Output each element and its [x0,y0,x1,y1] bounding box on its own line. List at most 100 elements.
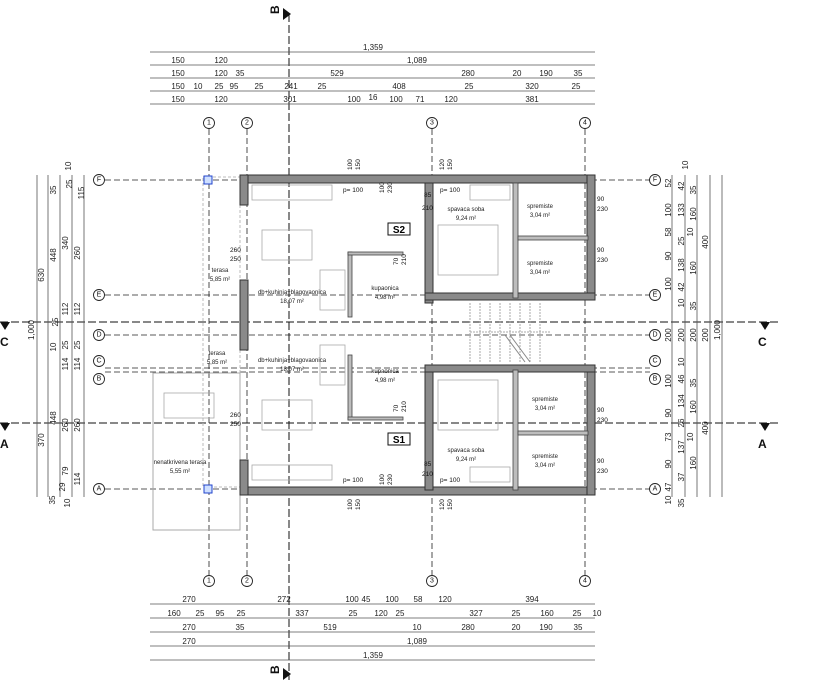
top-dimension-label: 120 [214,69,228,78]
opening-dimension: 120 [439,499,446,510]
right-dimension-label: 47 [664,482,673,491]
left-dimension-label: 25 [61,340,70,349]
section-a-right-label: A [758,437,767,451]
left-dimension-label: 112 [73,302,82,315]
upper-room-area: 4,98 m² [375,295,395,301]
opening-dimension: 120 [439,159,446,170]
top-dimension-label: 1,359 [363,43,384,52]
top-dimension-label: 16 [369,93,378,102]
opening-dimension: 230 [597,417,608,424]
lower-room-area: 5,55 m² [170,469,190,475]
opening-dimension: 150 [447,499,454,510]
left-dimension-label: 25 [65,179,74,188]
unit-s2-label: S2 [393,225,406,236]
bottom-dimension-label: 270 [182,595,196,604]
axis-bubble-d [649,329,661,341]
bottom-dimension-label: 100 [385,595,399,604]
opening-dimension: 100 [379,474,386,485]
top-dimension-label: 25 [255,82,264,91]
left-dimension-label: 112 [61,302,70,315]
axis-bubble-e [93,289,105,301]
upper-room-area: 9,24 m² [456,216,476,222]
opening-dimension: 250 [230,421,241,428]
right-dimension-label: 10 [686,432,695,441]
opening-dimension: 230 [597,206,608,213]
axis-bubble-4 [579,575,591,587]
lower-room-name: spremiste [532,454,559,460]
right-dimension-label: 400 [701,421,710,435]
bottom-dimension-label: 25 [396,609,405,618]
top-dimension-label: 100 [347,95,361,104]
lower-room-area: 3,04 m² [535,406,555,412]
bottom-dimension-label: 10 [593,609,602,618]
right-dimension-label: 400 [701,235,710,249]
left-dimension-label: 340 [61,236,70,250]
axis-bubble-f [649,174,661,186]
top-dimension-label: 190 [539,69,553,78]
left-dimension-label: 114 [73,472,82,485]
top-dimension-label: 150 [171,56,185,65]
top-dimension-label: 71 [416,95,425,104]
left-dimension-label: 260 [73,246,82,260]
bottom-dimension-label: 35 [236,623,245,632]
opening-dimension: 85 [424,192,432,199]
opening-dimension: p= 100 [343,477,363,484]
bottom-dimension-label: 1,089 [407,637,428,646]
section-c-left-label: C [0,335,9,349]
opening-dimension: 150 [447,159,454,170]
left-dimension-label: 10 [64,161,73,170]
unit-labels: S2 S1 [387,222,411,446]
axis-bubble-c [649,355,661,367]
axis-bubble-4 [579,117,591,129]
bottom-dimension-label: 1,359 [363,651,384,660]
opening-dimension: 90 [597,196,605,203]
left-dimension-label: 25 [73,340,82,349]
axis-label: 3 [430,120,434,127]
opening-dimension: 210 [422,471,433,478]
bottom-dimension-label: 25 [237,609,246,618]
opening-dimension: 100 [347,499,354,510]
section-b-top-label: B [268,5,282,14]
lower-room-area: 9,24 m² [456,457,476,463]
upper-room-name: spremiste [527,261,554,267]
axis-label: 2 [245,578,249,585]
axis-label: 3 [430,578,434,585]
axis-label: C [96,358,101,365]
upper-room-area: 18,07 m² [280,299,304,305]
right-dimension-label: 10 [677,357,686,366]
axis-bubble-2 [241,117,253,129]
right-dimension-label: 10 [677,298,686,307]
right-dimension-label: 200 [701,328,710,342]
bottom-dimension-label: 190 [539,623,553,632]
axis-bubble-1 [203,575,215,587]
top-dimension-label: 280 [461,69,475,78]
axis-label: F [97,177,101,184]
bottom-dimension-label: 272 [277,595,291,604]
right-dimension-label: 100 [664,277,673,291]
section-lines: C C A A B B [0,5,780,680]
bottom-dimension-label: 120 [374,609,388,618]
axis-bubble-a [93,483,105,495]
opening-dimension: 210 [401,401,408,412]
upper-room-name: db+kuhinja+blagovaonica [258,290,327,296]
lower-room-name: terasa [209,351,226,357]
bottom-dimension-label: 160 [167,609,181,618]
right-dimension-label: 134 [677,394,686,408]
right-dimension-label: 90 [664,459,673,468]
axis-label: 1 [207,578,211,585]
axis-label: C [652,358,657,365]
upper-room-name: spavaca soba [447,207,485,213]
right-dimension-label: 137 [677,440,686,454]
left-dimension-label: 115 [77,186,86,199]
right-dimension-label: 42 [677,282,686,291]
lower-room-name: spremiste [532,397,559,403]
opening-dimension: 100 [347,159,354,170]
bottom-dimension-label: 100 [345,595,359,604]
top-dimension-label: 241 [284,82,298,91]
right-dimension-label: 138 [677,258,686,272]
right-dimension-label: 35 [689,301,698,310]
right-dimension-label: 90 [664,251,673,260]
